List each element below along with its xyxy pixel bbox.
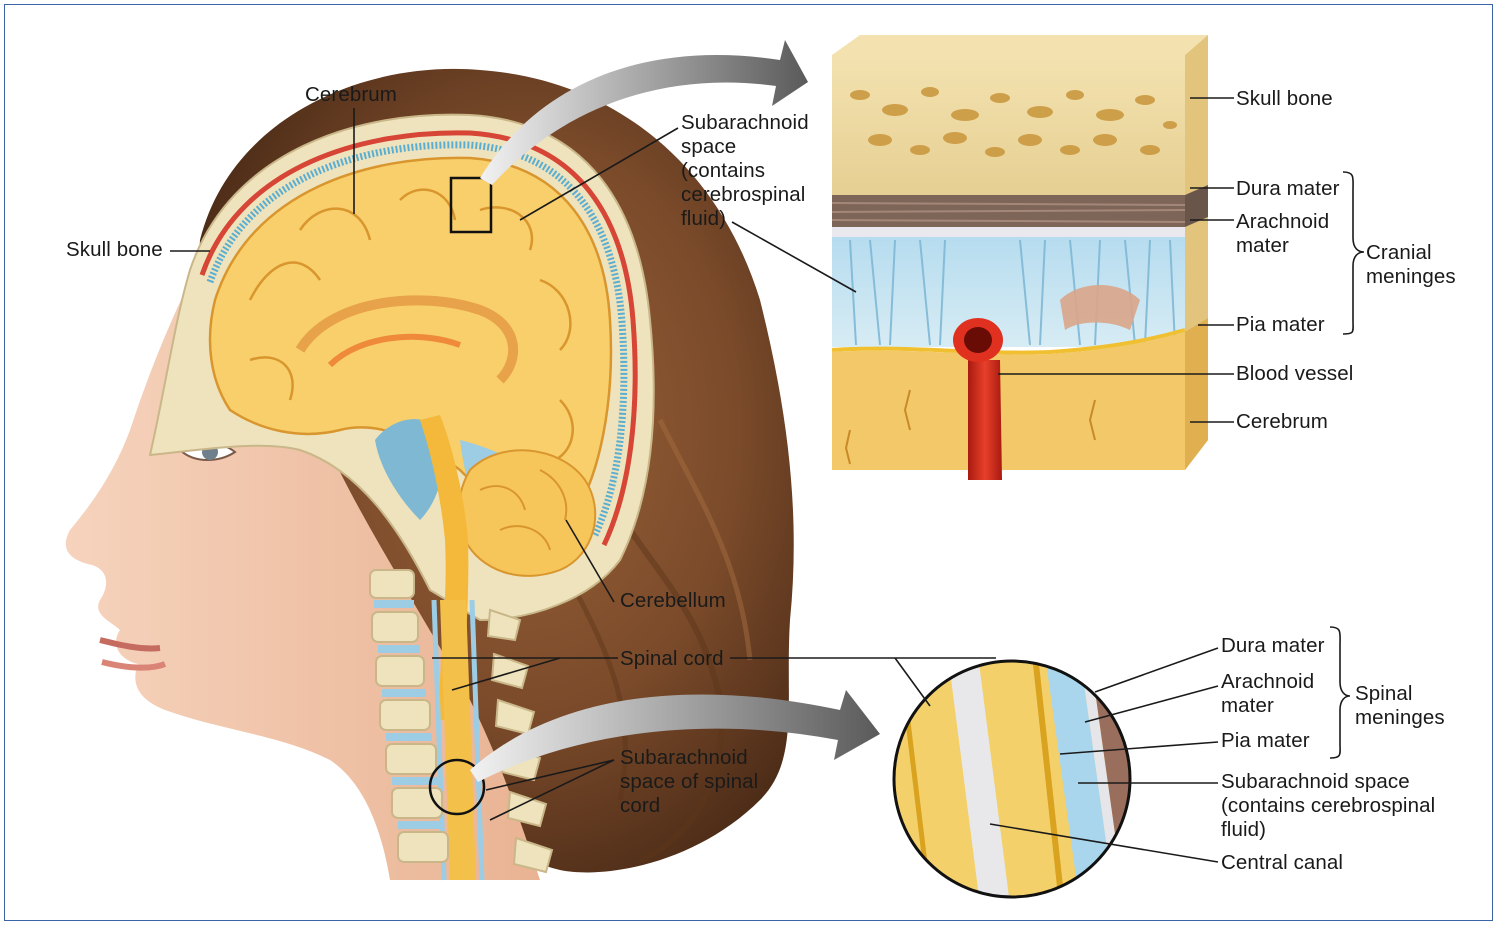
label-cranial-meninges: Cranial meninges [1366,241,1456,289]
label-cerebrum: Cerebrum [305,83,397,107]
label-spinal-subarachnoid-space: Subarachnoid space (contains cerebrospin… [1221,770,1435,842]
label-cranial-pia-mater: Pia mater [1236,313,1325,337]
label-subarachnoid-spinal: Subarachnoid space of spinal cord [620,746,758,818]
label-central-canal: Central canal [1221,851,1343,875]
label-spinal-pia-mater: Pia mater [1221,729,1310,753]
label-skull-bone: Skull bone [66,238,163,262]
label-cranial-cerebrum: Cerebrum [1236,410,1328,434]
label-spinal-arachnoid-mater: Arachnoid mater [1221,670,1314,718]
spinal-meninges-detail [890,655,1160,905]
label-blood-vessel: Blood vessel [1236,362,1353,386]
label-cerebellum: Cerebellum [620,589,726,613]
label-spinal-cord: Spinal cord [620,647,724,671]
label-subarachnoid-space: Subarachnoid space (contains cerebrospin… [681,111,809,231]
label-spinal-dura-mater: Dura mater [1221,634,1325,658]
cranial-meninges-block [832,35,1208,480]
label-spinal-meninges: Spinal meninges [1355,682,1445,730]
label-cranial-dura-mater: Dura mater [1236,177,1340,201]
label-cranial-skull-bone: Skull bone [1236,87,1333,111]
label-cranial-arachnoid-mater: Arachnoid mater [1236,210,1329,258]
